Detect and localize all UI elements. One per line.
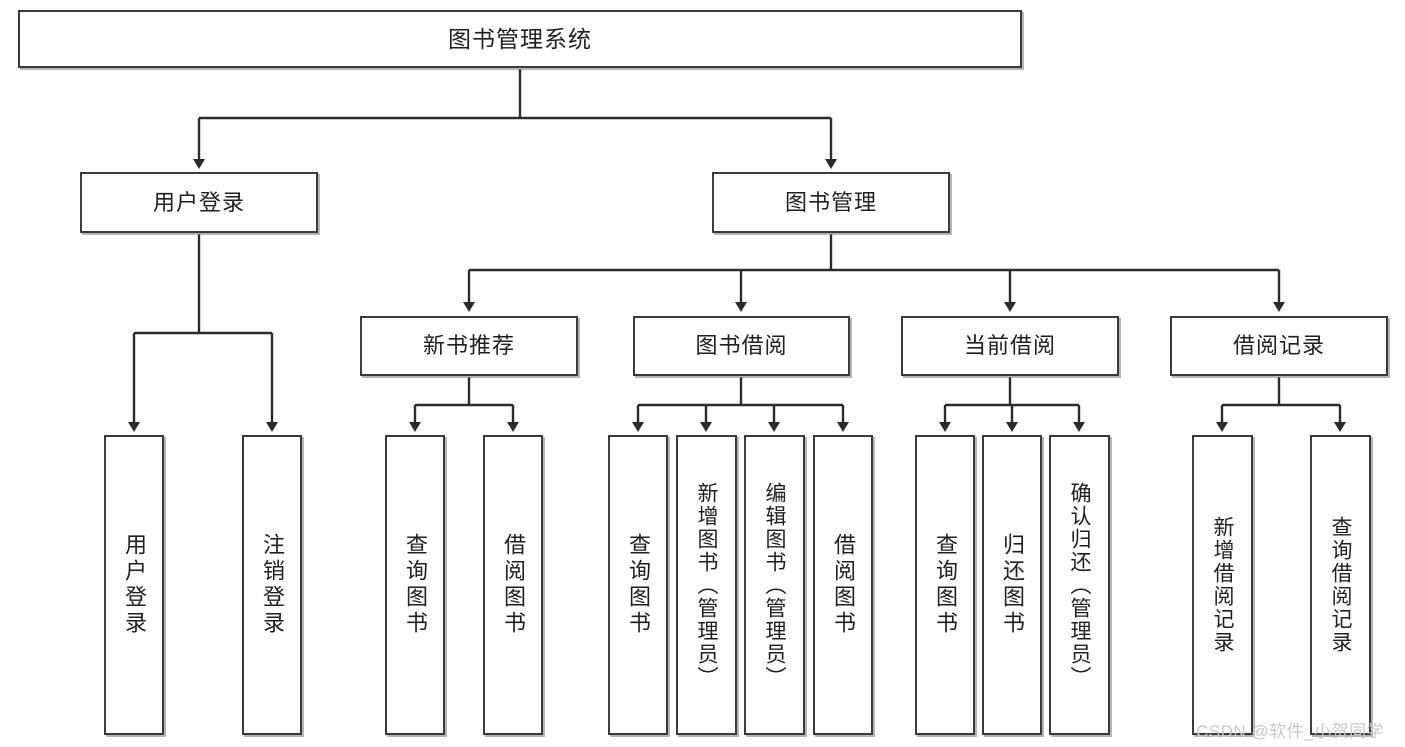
node-user-login[interactable]: 用户登录 [80,172,318,233]
leaf-return-book[interactable]: 归还图书 [982,435,1042,735]
node-root[interactable]: 图书管理系统 [18,10,1022,68]
node-current-borrow[interactable]: 当前借阅 [901,316,1119,376]
node-book-borrow[interactable]: 图书借阅 [633,316,850,376]
node-new-book-recommend[interactable]: 新书推荐 [360,316,578,376]
leaf-add-record-label: 新增借阅记录 [1211,516,1234,654]
leaf-edit-book-label: 编辑图书（管理员） [763,481,786,689]
leaf-query-record-label: 查询借阅记录 [1329,516,1352,654]
node-borrow-record[interactable]: 借阅记录 [1170,316,1388,376]
leaf-return-book-label: 归还图书 [1000,533,1025,637]
leaf-query-book-2[interactable]: 查询图书 [608,435,668,735]
leaf-logout-login-label: 注销登录 [260,533,285,637]
node-book-manage-label: 图书管理 [784,189,877,215]
leaf-edit-book[interactable]: 编辑图书（管理员） [744,435,805,735]
leaf-borrow-book-1-label: 借阅图书 [501,533,526,637]
node-book-borrow-label: 图书借阅 [695,333,788,359]
node-user-login-label: 用户登录 [152,189,245,215]
leaf-query-book-3[interactable]: 查询图书 [915,435,975,735]
leaf-query-book-1[interactable]: 查询图书 [385,435,445,735]
leaf-user-login-label: 用户登录 [122,533,147,637]
node-new-book-recommend-label: 新书推荐 [422,333,515,359]
node-root-label: 图书管理系统 [448,25,592,52]
leaf-logout-login[interactable]: 注销登录 [242,435,302,735]
leaf-add-book[interactable]: 新增图书（管理员） [676,435,737,735]
node-current-borrow-label: 当前借阅 [963,333,1056,359]
node-borrow-record-label: 借阅记录 [1232,333,1325,359]
csdn-watermark: CSDN @软件_小贺同学 [1196,722,1385,741]
leaf-borrow-book-2[interactable]: 借阅图书 [813,435,873,735]
leaf-add-record[interactable]: 新增借阅记录 [1192,435,1253,735]
leaf-query-record[interactable]: 查询借阅记录 [1310,435,1371,735]
leaf-user-login[interactable]: 用户登录 [104,435,164,735]
leaf-confirm-return-label: 确认归还（管理员） [1068,481,1091,689]
leaf-query-book-2-label: 查询图书 [626,533,651,637]
node-book-manage[interactable]: 图书管理 [712,172,950,233]
leaf-borrow-book-1[interactable]: 借阅图书 [483,435,543,735]
leaf-borrow-book-2-label: 借阅图书 [831,533,856,637]
leaf-query-book-3-label: 查询图书 [933,533,958,637]
leaf-query-book-1-label: 查询图书 [403,533,428,637]
leaf-add-book-label: 新增图书（管理员） [695,481,718,689]
leaf-confirm-return[interactable]: 确认归还（管理员） [1049,435,1110,735]
